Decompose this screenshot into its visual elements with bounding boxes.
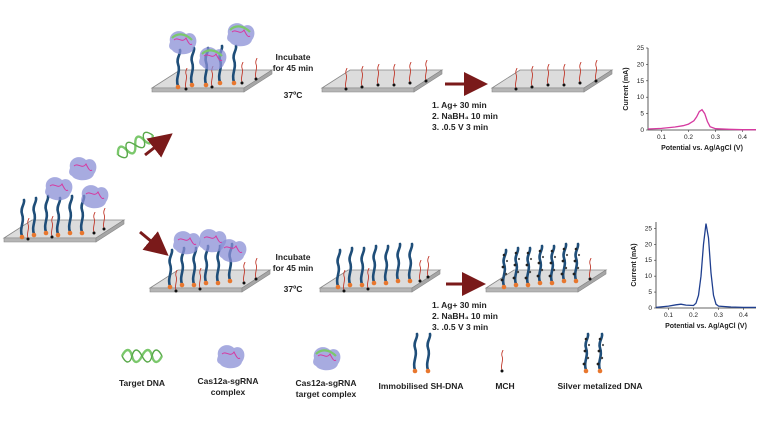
step-top-2: 2. NaBH₄ 10 min xyxy=(432,111,498,121)
x-tick-label: 0.4 xyxy=(739,312,748,319)
y-tick-label: 5 xyxy=(648,289,652,296)
x-axis-label: Potential vs. Ag/AgCl (V) xyxy=(665,323,747,330)
legend-cas-target-label-1: Cas12a-sgRNA xyxy=(296,378,357,388)
legend-cas-complex-label-1: Cas12a-sgRNA xyxy=(198,376,259,386)
y-tick-label: 0 xyxy=(648,305,652,312)
y-tick-label: 20 xyxy=(645,241,653,248)
bottom-electrode-intact xyxy=(319,242,441,293)
legend-mch-label: MCH xyxy=(495,381,514,391)
step-top-3: 3. .0.5 V 3 min xyxy=(432,122,488,132)
legend-silver-icon xyxy=(581,332,606,375)
series-line xyxy=(655,223,756,309)
step-bottom-3: 3. .0.5 V 3 min xyxy=(432,322,488,332)
x-tick-label: 0.2 xyxy=(684,134,693,141)
step-bottom-2: 2. NaBH₄ 10 min xyxy=(432,311,498,321)
legend-immobilised-label: Immobilised SH-DNA xyxy=(378,381,463,391)
legend-cas-target-label-2: target complex xyxy=(296,389,357,399)
y-axis-label: Current (mA) xyxy=(631,243,638,286)
top-electrode-metallized xyxy=(491,59,613,93)
legend-immobilised-icon xyxy=(411,332,432,375)
step-bottom-1: 1. Ag+ 30 min xyxy=(432,300,487,310)
step-top-1: 1. Ag+ 30 min xyxy=(432,100,487,110)
y-axis-label: Current (mA) xyxy=(623,67,630,110)
arrow-up xyxy=(144,133,173,158)
y-tick-label: 15 xyxy=(645,257,653,264)
legend-cas-complex-label-2: complex xyxy=(211,387,246,397)
x-tick-label: 0.4 xyxy=(738,134,747,141)
legend-cas-target-icon xyxy=(312,346,342,372)
legend-target-dna-icon xyxy=(120,348,164,364)
incubate-top-line1: Incubate xyxy=(276,52,311,62)
y-tick-label: 10 xyxy=(645,273,653,280)
legend-silver-label: Silver metalized DNA xyxy=(557,381,642,391)
y-tick-label: 0 xyxy=(640,127,644,134)
x-tick-label: 0.1 xyxy=(657,134,666,141)
bottom-electrode-bound xyxy=(149,228,271,293)
incubate-top-line2: for 45 min xyxy=(273,63,314,73)
x-tick-label: 0.3 xyxy=(714,312,723,319)
x-tick-label: 0.2 xyxy=(689,312,698,319)
incubate-bottom-line2: for 45 min xyxy=(273,263,314,273)
y-tick-label: 5 xyxy=(640,111,644,118)
incubate-bottom-line1: Incubate xyxy=(276,252,311,262)
free-target-dna xyxy=(113,128,157,162)
y-tick-label: 10 xyxy=(637,94,645,101)
incubate-bottom-temp: 37ºC xyxy=(284,284,303,294)
legend-cas-complex-icon xyxy=(216,344,245,369)
y-tick-label: 25 xyxy=(637,45,645,52)
initial-electrode xyxy=(3,194,125,243)
legend-mch-icon xyxy=(500,349,504,373)
legend: Target DNA Cas12a-sgRNA complex Cas12a-s… xyxy=(119,332,643,399)
incubate-top-temp: 37ºC xyxy=(284,90,303,100)
x-tick-label: 0.1 xyxy=(664,312,673,319)
top-electrode-bound xyxy=(151,22,273,93)
top-electrode-cleaved xyxy=(321,59,443,93)
free-cas-complexes xyxy=(44,156,109,209)
legend-target-dna-label: Target DNA xyxy=(119,378,165,388)
y-tick-label: 25 xyxy=(645,225,653,232)
x-tick-label: 0.3 xyxy=(711,134,720,141)
arrow-down xyxy=(139,230,169,256)
y-tick-label: 20 xyxy=(637,61,645,68)
x-axis-label: Potential vs. Ag/AgCl (V) xyxy=(661,145,743,152)
y-tick-label: 15 xyxy=(637,78,645,85)
series-line xyxy=(647,108,756,131)
bottom-electrode-metallized xyxy=(485,242,607,293)
